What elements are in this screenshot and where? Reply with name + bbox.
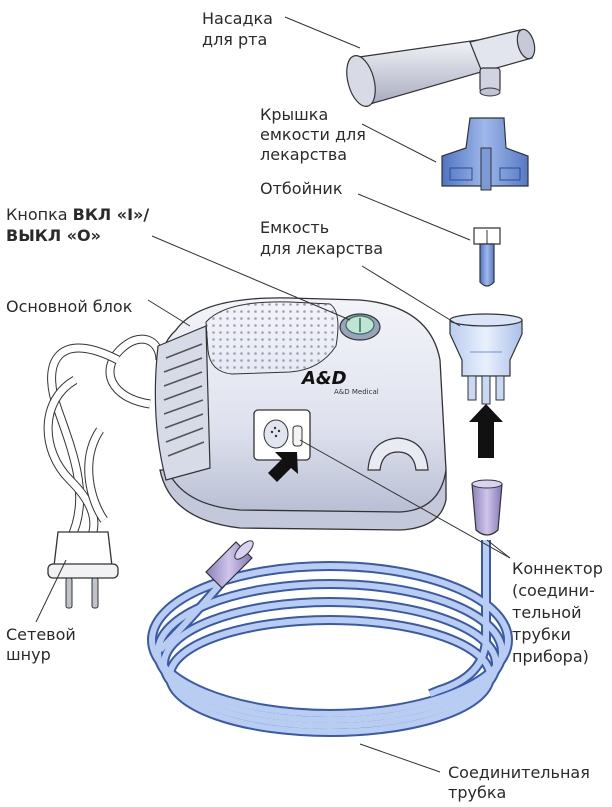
medication-cap <box>442 118 528 190</box>
label-tube: Соединительная трубка <box>448 763 590 802</box>
brand-name: A&D Medical <box>334 388 379 396</box>
connecting-tube <box>152 540 508 732</box>
svg-text:Кнопка ВКЛ «I»/: Кнопка ВКЛ «I»/ <box>6 205 149 224</box>
svg-text:емкости для: емкости для <box>260 125 366 144</box>
svg-text:Крышка: Крышка <box>260 105 328 124</box>
svg-text:для рта: для рта <box>202 30 267 49</box>
medication-cup <box>450 314 522 404</box>
svg-text:Емкость: Емкость <box>260 218 329 237</box>
label-power-button: Кнопка ВКЛ «I»/ ВЫКЛ «O» <box>6 205 149 245</box>
svg-text:Насадка: Насадка <box>202 9 273 28</box>
svg-text:Основной блок: Основной блок <box>6 297 133 316</box>
arrow-up-icon <box>469 404 503 458</box>
svg-text:трубка: трубка <box>448 783 506 802</box>
power-cord <box>48 339 160 540</box>
label-connector: Коннектор (соедини- тельной трубки прибо… <box>512 559 603 666</box>
tube-connector <box>472 480 502 535</box>
svg-text:Соединительная: Соединительная <box>448 763 590 782</box>
main-unit: A&D A&D Medical <box>155 298 446 530</box>
power-plug <box>48 532 118 608</box>
svg-text:лекарства: лекарства <box>260 145 347 164</box>
svg-text:тельной: тельной <box>512 603 581 622</box>
svg-text:для лекарства: для лекарства <box>260 239 383 258</box>
label-baffle: Отбойник <box>260 179 343 198</box>
svg-text:трубки: трубки <box>512 625 571 644</box>
svg-text:Сетевой: Сетевой <box>6 625 76 644</box>
label-mouthpiece: Насадка для рта <box>202 9 273 49</box>
brand-logo: A&D <box>300 368 347 389</box>
label-medication-cup: Емкость для лекарства <box>260 218 383 258</box>
svg-text:прибора): прибора) <box>512 647 589 666</box>
baffle <box>474 228 500 286</box>
svg-text:(соедини-: (соедини- <box>512 581 595 600</box>
label-power-cord: Сетевой шнур <box>6 625 76 664</box>
svg-text:Коннектор: Коннектор <box>512 559 603 578</box>
svg-text:ВЫКЛ «O»: ВЫКЛ «O» <box>6 226 101 245</box>
mouthpiece <box>342 27 538 109</box>
label-medication-cap: Крышка емкости для лекарства <box>260 105 366 164</box>
label-main-unit: Основной блок <box>6 297 133 316</box>
svg-text:шнур: шнур <box>6 645 51 664</box>
svg-text:Отбойник: Отбойник <box>260 179 343 198</box>
